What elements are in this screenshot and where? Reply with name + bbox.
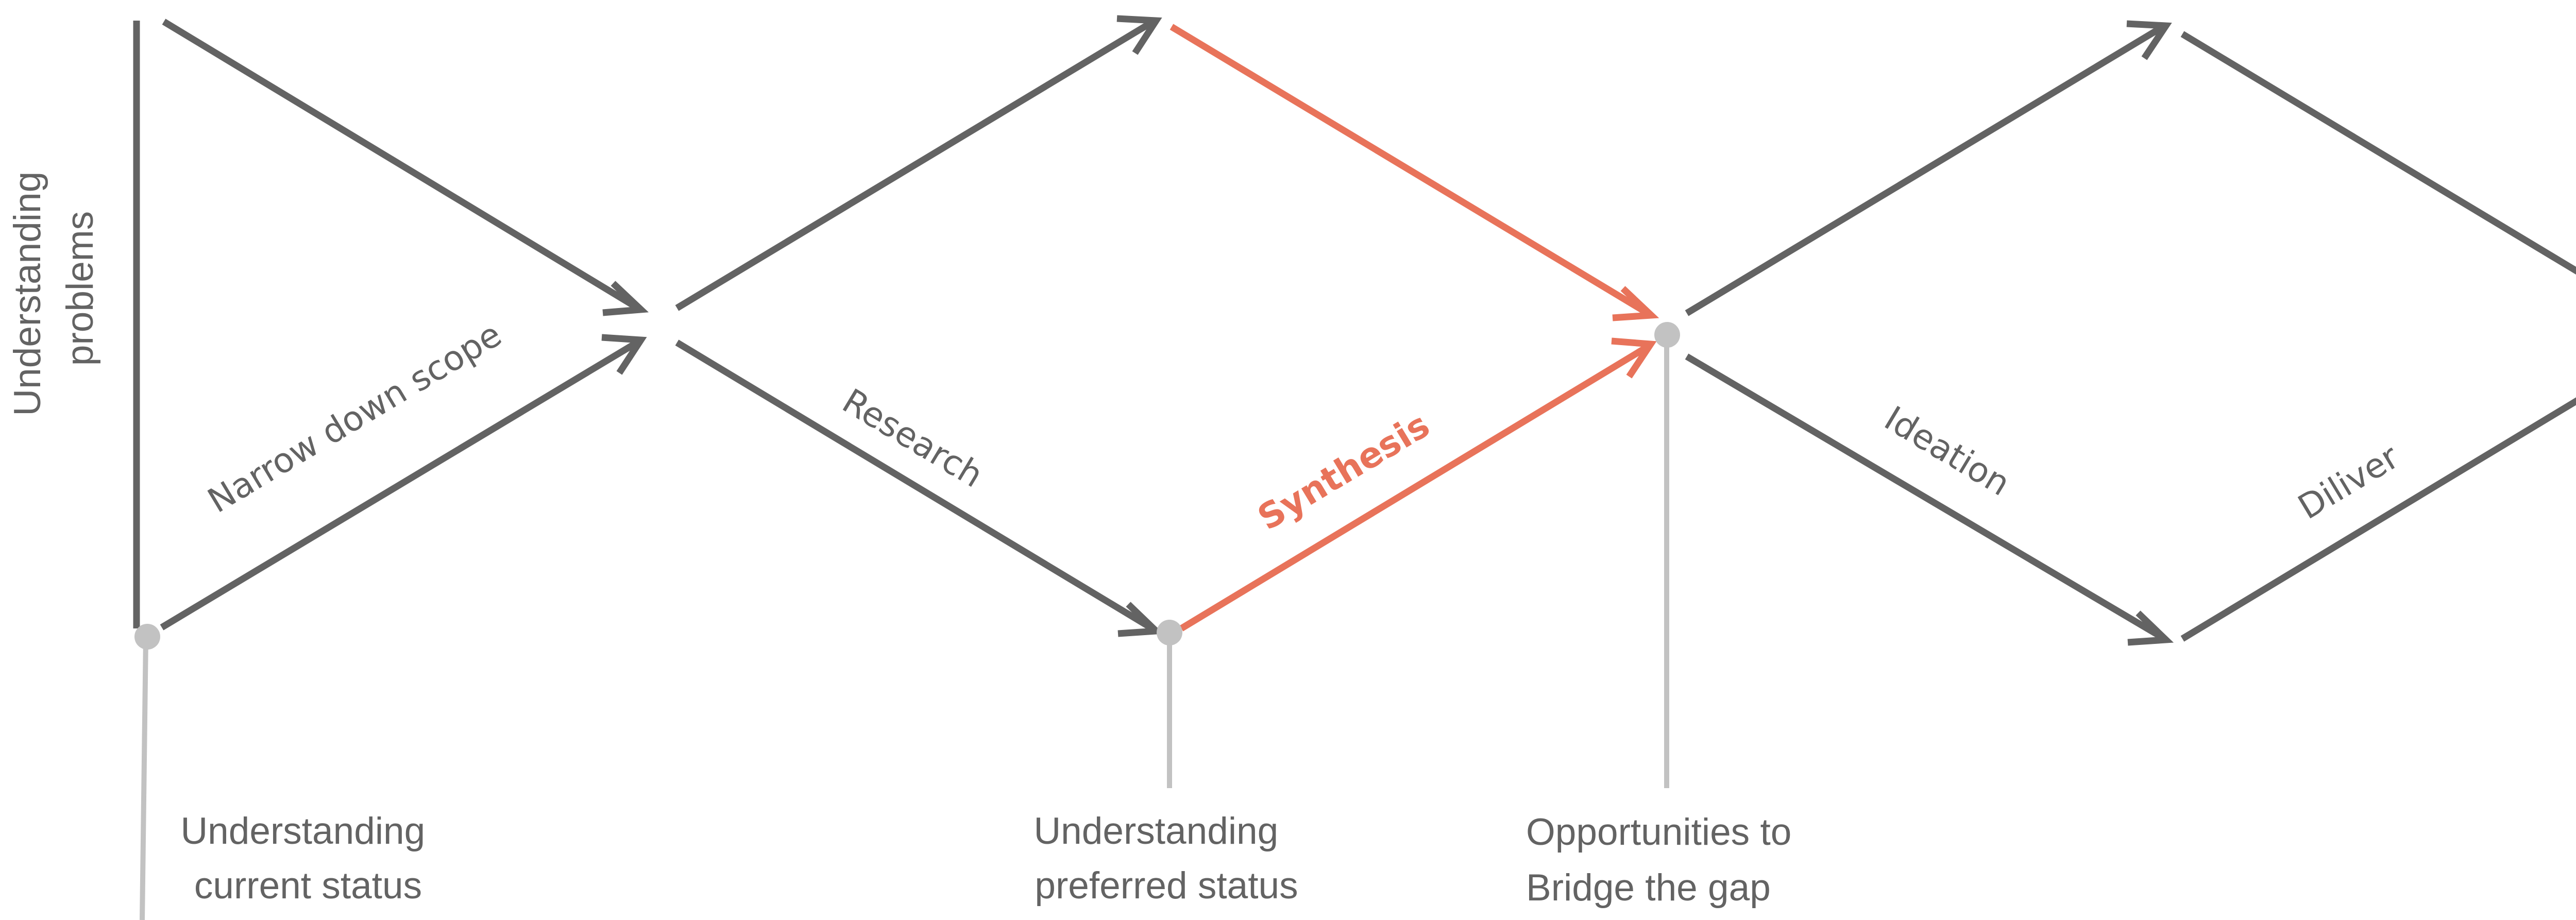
preferred-status-label-line1: Understanding [1033, 810, 1278, 852]
current-status-label-line2: current status [194, 865, 422, 907]
deliver-upper-line [2180, 31, 2576, 275]
research-lower-arrowhead [1117, 602, 1164, 637]
narrow-upper-line [162, 19, 640, 311]
opportunities-dot [1654, 322, 1680, 348]
ideation-lower-arrowhead [2127, 610, 2174, 646]
preferred-status-label: Understanding preferred status [1033, 810, 1298, 907]
opportunities-label-line2: Bridge the gap [1526, 867, 1771, 909]
deliver-lower-line [2180, 397, 2576, 642]
current-status-dot [134, 624, 160, 650]
synthesis-upper-arrowhead [1612, 286, 1659, 321]
synthesis-lower-line [1179, 344, 1650, 632]
preferred-status-dot [1157, 620, 1182, 645]
opportunities-label-line1: Opportunities to [1526, 811, 1791, 853]
ideation-upper-arrowhead [2126, 20, 2172, 60]
research-upper-arrowhead [1116, 15, 1162, 55]
axis-label: Understanding problems [7, 161, 101, 416]
narrow-lower-line [160, 339, 640, 631]
narrow-upper-arrowhead [602, 281, 649, 316]
opportunities-label: Opportunities to Bridge the gap [1526, 811, 1802, 909]
research-lower-line [675, 339, 1155, 632]
current-status-stem [140, 638, 148, 920]
synthesis-lower-arrowhead [1611, 337, 1657, 379]
current-status-label: Understanding current status [180, 810, 435, 907]
ideation-lower-line [1685, 353, 2165, 641]
phase-ideation: Ideation [1878, 398, 2017, 503]
preferred-status-label-line2: preferred status [1035, 865, 1298, 907]
narrow-lower-arrowhead [601, 334, 647, 375]
phase-synthesis: Synthesis [1251, 405, 1436, 539]
ideation-upper-line [1685, 24, 2165, 316]
axis-label-line1: Understanding [7, 172, 48, 416]
phase-research: Research [836, 381, 990, 496]
research-upper-line [675, 19, 1155, 311]
phase-narrow-down-scope: Narrow down scope [201, 314, 508, 520]
current-status-label-line1: Understanding [180, 810, 425, 852]
synthesis-upper-line [1170, 24, 1650, 316]
axis-label-line2: problems [59, 211, 101, 366]
